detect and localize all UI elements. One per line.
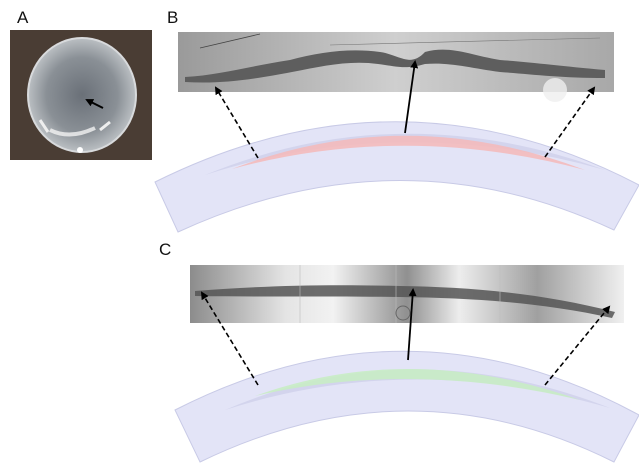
panel-a-photo (10, 30, 152, 160)
panel-b-lens-schematic (155, 122, 639, 232)
panel-b-arrow-left (216, 88, 258, 158)
panel-c-lens-schematic (175, 351, 639, 462)
panel-c-lens-arc (175, 351, 639, 462)
panel-c-micrograph (190, 265, 624, 323)
panel-b-micrograph (178, 32, 614, 102)
